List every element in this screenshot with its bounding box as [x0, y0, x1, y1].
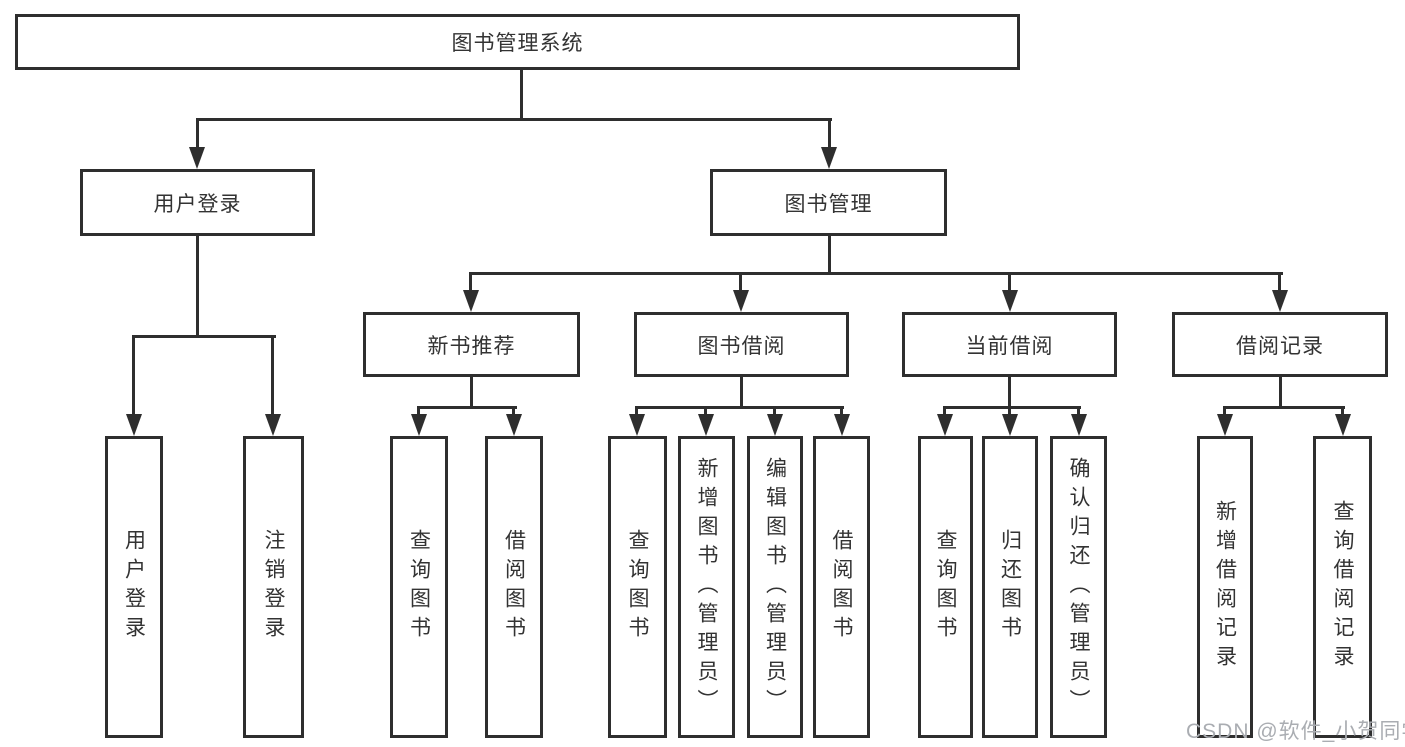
connector-leaf-distributor — [417, 406, 517, 409]
connector-drop — [417, 406, 420, 418]
connector-drop — [132, 335, 135, 416]
connector-drop — [1341, 406, 1344, 418]
arrowhead-down — [126, 414, 142, 436]
connector-drop — [635, 406, 638, 418]
connector-drop — [773, 406, 776, 418]
arrowhead-down — [821, 147, 837, 169]
connector-drop — [943, 406, 946, 418]
connector-drop — [1278, 272, 1281, 292]
node-library-management-system: 图书管理系统 — [15, 14, 1020, 70]
connector-drop — [1008, 406, 1011, 418]
connector-drop — [196, 118, 199, 150]
connector-level3-distributor — [469, 272, 1283, 275]
connector-drop — [469, 272, 472, 292]
arrowhead-down — [834, 414, 850, 436]
connector-stem — [470, 377, 473, 409]
connector-leaf-distributor — [943, 406, 1081, 409]
connector-book-management-stem — [828, 236, 831, 274]
leaf-logout: 注销登录 — [243, 436, 304, 738]
arrowhead-down — [1002, 414, 1018, 436]
node-user-login: 用户登录 — [80, 169, 315, 236]
connector-stem — [1008, 377, 1011, 409]
connector-drop — [704, 406, 707, 418]
connector-drop — [1077, 406, 1080, 418]
arrowhead-down — [463, 290, 479, 312]
leaf-query-book: 查询图书 — [608, 436, 667, 738]
arrowhead-down — [265, 414, 281, 436]
arrowhead-down — [1071, 414, 1087, 436]
arrowhead-down — [1272, 290, 1288, 312]
arrowhead-down — [411, 414, 427, 436]
leaf-query-book: 查询图书 — [918, 436, 973, 738]
node-current-borrow: 当前借阅 — [902, 312, 1117, 377]
arrowhead-down — [937, 414, 953, 436]
leaf-return-book: 归还图书 — [982, 436, 1038, 738]
connector-drop — [828, 118, 831, 150]
connector-stem — [1279, 377, 1282, 409]
connector-leaf-distributor — [1223, 406, 1345, 409]
connector-root-stem — [520, 70, 523, 118]
connector-drop — [840, 406, 843, 418]
leaf-borrow-book: 借阅图书 — [485, 436, 543, 738]
leaf-query-book: 查询图书 — [390, 436, 448, 738]
connector-drop — [1008, 272, 1011, 292]
leaf-confirm-return-admin: 确认归还（管理员） — [1050, 436, 1107, 738]
node-book-management: 图书管理 — [710, 169, 947, 236]
leaf-add-book-admin: 新增图书（管理员） — [678, 436, 735, 738]
connector-drop — [271, 335, 274, 416]
connector-user-login-stem — [196, 236, 199, 338]
connector-drop — [1223, 406, 1226, 418]
arrowhead-down — [189, 147, 205, 169]
arrowhead-down — [506, 414, 522, 436]
node-borrow-record: 借阅记录 — [1172, 312, 1388, 377]
leaf-edit-book-admin: 编辑图书（管理员） — [747, 436, 803, 738]
connector-drop — [512, 406, 515, 418]
leaf-query-borrow-record: 查询借阅记录 — [1313, 436, 1372, 738]
node-new-book-recommend: 新书推荐 — [363, 312, 580, 377]
arrowhead-down — [1335, 414, 1351, 436]
watermark-text: CSDN @软件_小贺同学 — [1186, 720, 1405, 743]
connector-drop — [739, 272, 742, 292]
connector-stem — [740, 377, 743, 409]
arrowhead-down — [629, 414, 645, 436]
arrowhead-down — [1002, 290, 1018, 312]
connector-user-login-distributor — [132, 335, 276, 338]
arrowhead-down — [698, 414, 714, 436]
leaf-borrow-book: 借阅图书 — [813, 436, 870, 738]
connector-root-distributor — [196, 118, 832, 121]
node-book-borrow: 图书借阅 — [634, 312, 849, 377]
leaf-add-borrow-record: 新增借阅记录 — [1197, 436, 1253, 738]
connector-leaf-distributor — [635, 406, 844, 409]
arrowhead-down — [733, 290, 749, 312]
arrowhead-down — [1217, 414, 1233, 436]
arrowhead-down — [767, 414, 783, 436]
leaf-user-login: 用户登录 — [105, 436, 163, 738]
